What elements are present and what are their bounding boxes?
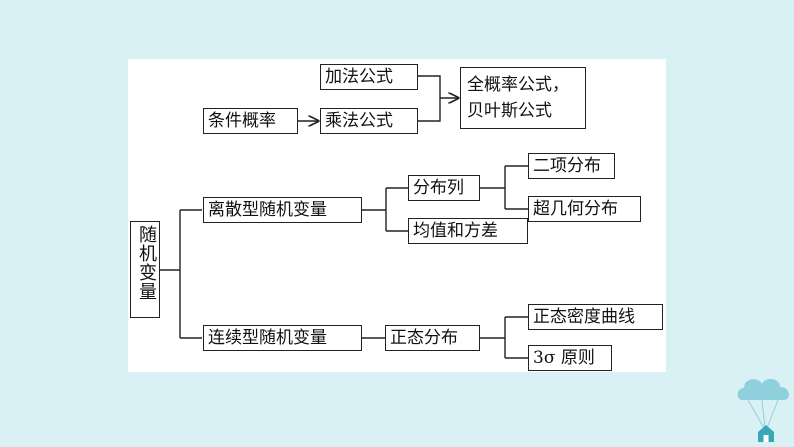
distribution-list-node: 分布列 xyxy=(408,175,480,201)
addition-rule-node: 加法公式 xyxy=(320,64,418,90)
random-variable-node: 随机变量 xyxy=(130,221,160,318)
multiplication-rule-node: 乘法公式 xyxy=(320,108,418,134)
three-sigma-rule-node: 3σ 原则 xyxy=(528,345,612,371)
total-probability-bayes-node: 全概率公式，贝叶斯公式 xyxy=(460,67,586,129)
normal-distribution-node: 正态分布 xyxy=(385,325,480,351)
continuous-rv-node: 连续型随机变量 xyxy=(203,325,362,351)
cloud-parachute-house-icon xyxy=(737,378,789,442)
hypergeometric-node: 超几何分布 xyxy=(528,196,641,222)
discrete-rv-node: 离散型随机变量 xyxy=(203,197,362,223)
conditional-probability-node: 条件概率 xyxy=(203,108,298,134)
normal-density-curve-node: 正态密度曲线 xyxy=(528,304,663,330)
binomial-node: 二项分布 xyxy=(528,153,615,179)
mean-variance-node: 均值和方差 xyxy=(408,218,528,244)
